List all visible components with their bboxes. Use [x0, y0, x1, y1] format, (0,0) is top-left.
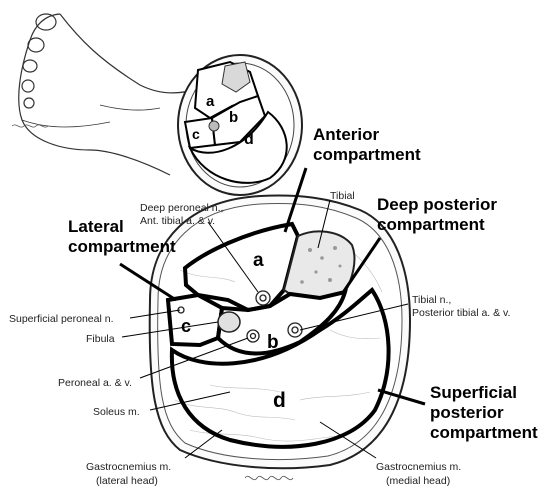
lateral-compartment-label-1: Lateral — [68, 217, 124, 236]
fibula-bone — [218, 312, 240, 332]
deep-peroneal-label-1: Deep peroneal n., — [140, 202, 223, 214]
tibial-label: Tibial — [330, 190, 355, 202]
superficial-posterior-label-2: posterior — [430, 403, 504, 422]
inset-letter-c: c — [192, 126, 200, 142]
main-letter-a: a — [253, 250, 264, 271]
inset-letter-b: b — [229, 109, 238, 126]
gastro-lateral-label-2: (lateral head) — [96, 475, 158, 487]
anterior-compartment-label-1: Anterior — [313, 125, 380, 144]
lateral-compartment-label-2: compartment — [68, 237, 176, 256]
deep-posterior-label-1: Deep posterior — [377, 195, 497, 214]
deep-posterior-label-2: compartment — [377, 215, 485, 234]
fibula-label: Fibula — [86, 333, 115, 345]
tibial-n-label-2: Posterior tibial a. & v. — [412, 307, 510, 319]
inset-letter-d: d — [244, 131, 254, 148]
inset-foot-illustration — [19, 14, 200, 175]
main-letter-d: d — [273, 389, 286, 412]
gastro-medial-label-2: (medial head) — [386, 475, 450, 487]
gastro-medial-label-1: Gastrocnemius m. — [376, 461, 461, 473]
inset-letter-a: a — [206, 93, 215, 110]
main-cross-section: a b c d — [150, 196, 410, 469]
tibial-n-label-1: Tibial n., — [412, 294, 451, 306]
gastro-lateral-label-1: Gastrocnemius m. — [86, 461, 171, 473]
inset-cross-section: a b c d — [178, 55, 302, 195]
deep-peroneal-label-2: Ant. tibial a. & v. — [140, 215, 215, 227]
soleus-label: Soleus m. — [93, 406, 140, 418]
anterior-compartment-label-2: compartment — [313, 145, 421, 164]
superficial-posterior-label-3: compartment — [430, 423, 538, 442]
peroneal-av-label: Peroneal a. & v. — [58, 377, 132, 389]
superficial-posterior-label-1: Superficial — [430, 383, 517, 402]
superficial-peroneal-label: Superficial peroneal n. — [9, 313, 113, 325]
main-letter-b: b — [267, 332, 279, 353]
